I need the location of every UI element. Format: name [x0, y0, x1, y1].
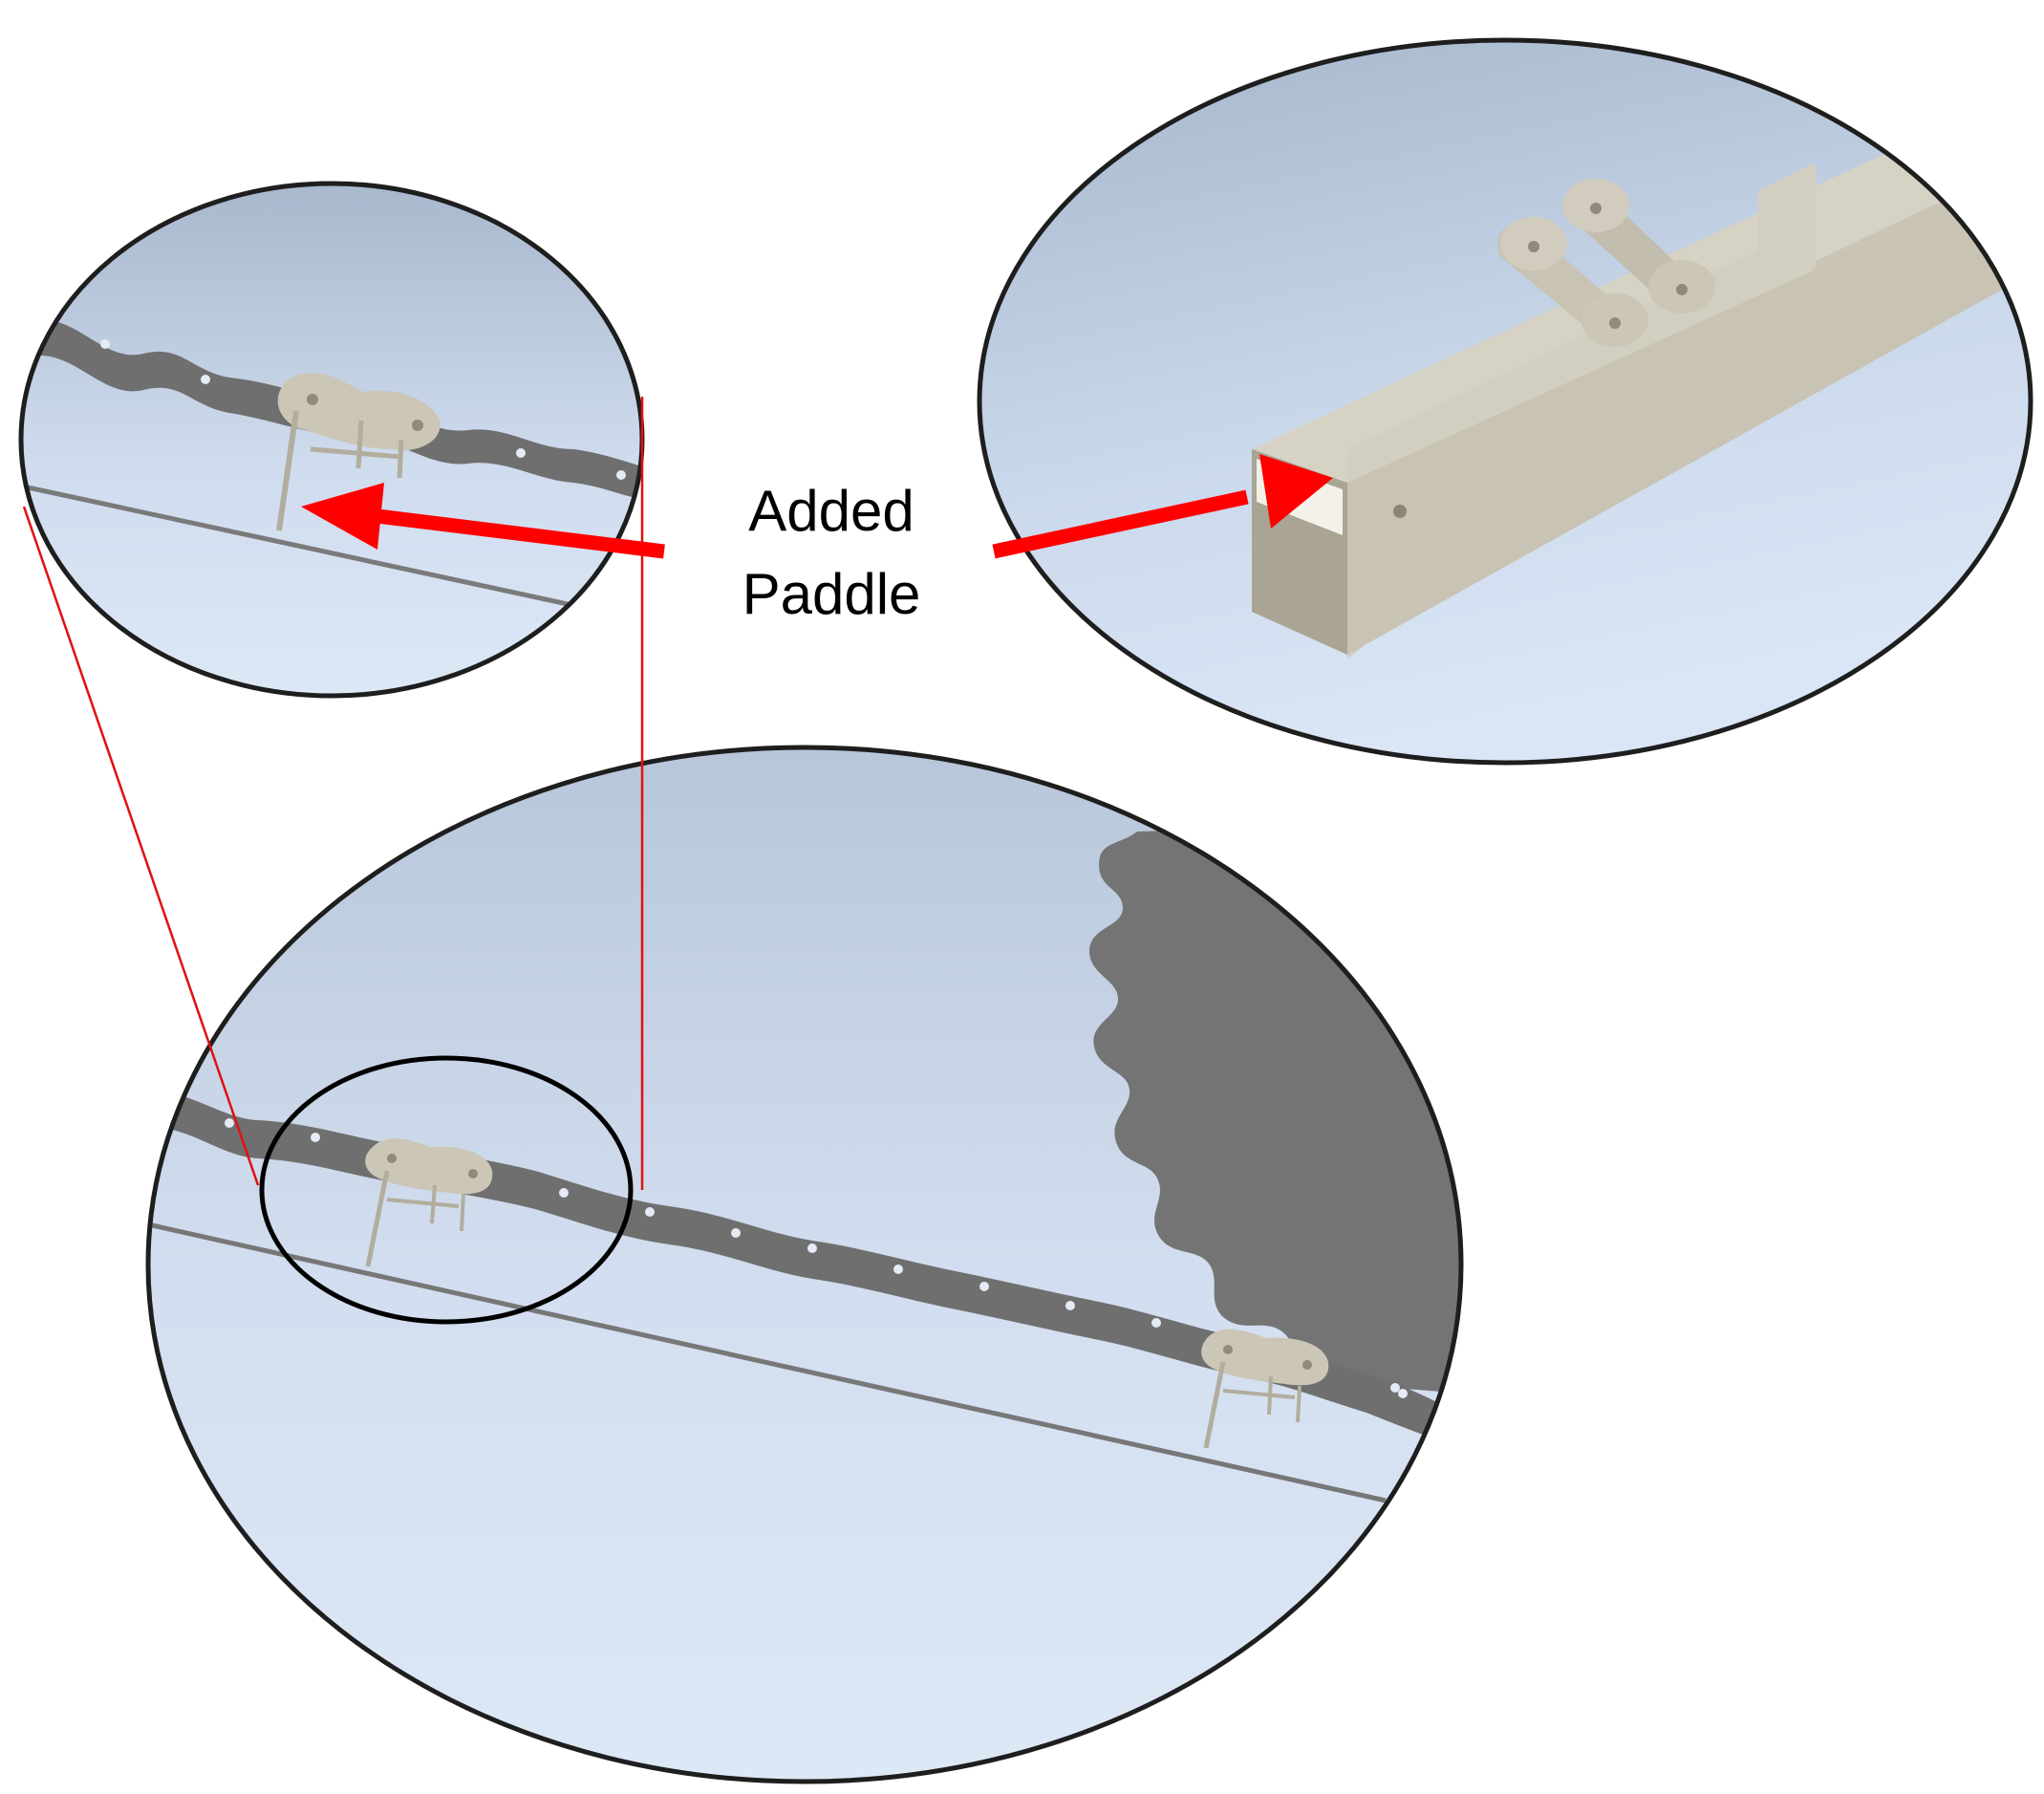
annotation-line-2: Paddle: [742, 562, 921, 626]
zoom-view-closeup: [18, 181, 645, 699]
belt-line: [148, 1221, 1387, 1503]
paddle-chain-links: [1497, 179, 1715, 347]
chain-link-holes: [225, 1118, 1400, 1393]
paddle-bolt-hole: [1393, 505, 1407, 518]
belt-line: [21, 483, 613, 616]
annotation-label: Added Paddle: [742, 479, 921, 626]
paddle-plate-face: [1347, 172, 2007, 655]
zoom-leader-lines: [22, 397, 644, 1190]
annotation-line-1: Added: [748, 479, 914, 543]
paddle-attachment-link: [276, 372, 441, 531]
pointer-arrow-left: [301, 483, 665, 559]
paddle-attachment-1: [365, 1138, 493, 1267]
paddle-attachment-2: [1201, 1329, 1329, 1449]
detail-highlight-circle: [259, 1055, 634, 1325]
zoom-view-isometric: [977, 37, 2033, 766]
pointer-arrow-right: [992, 454, 1333, 559]
overview-view: [145, 745, 1464, 1784]
